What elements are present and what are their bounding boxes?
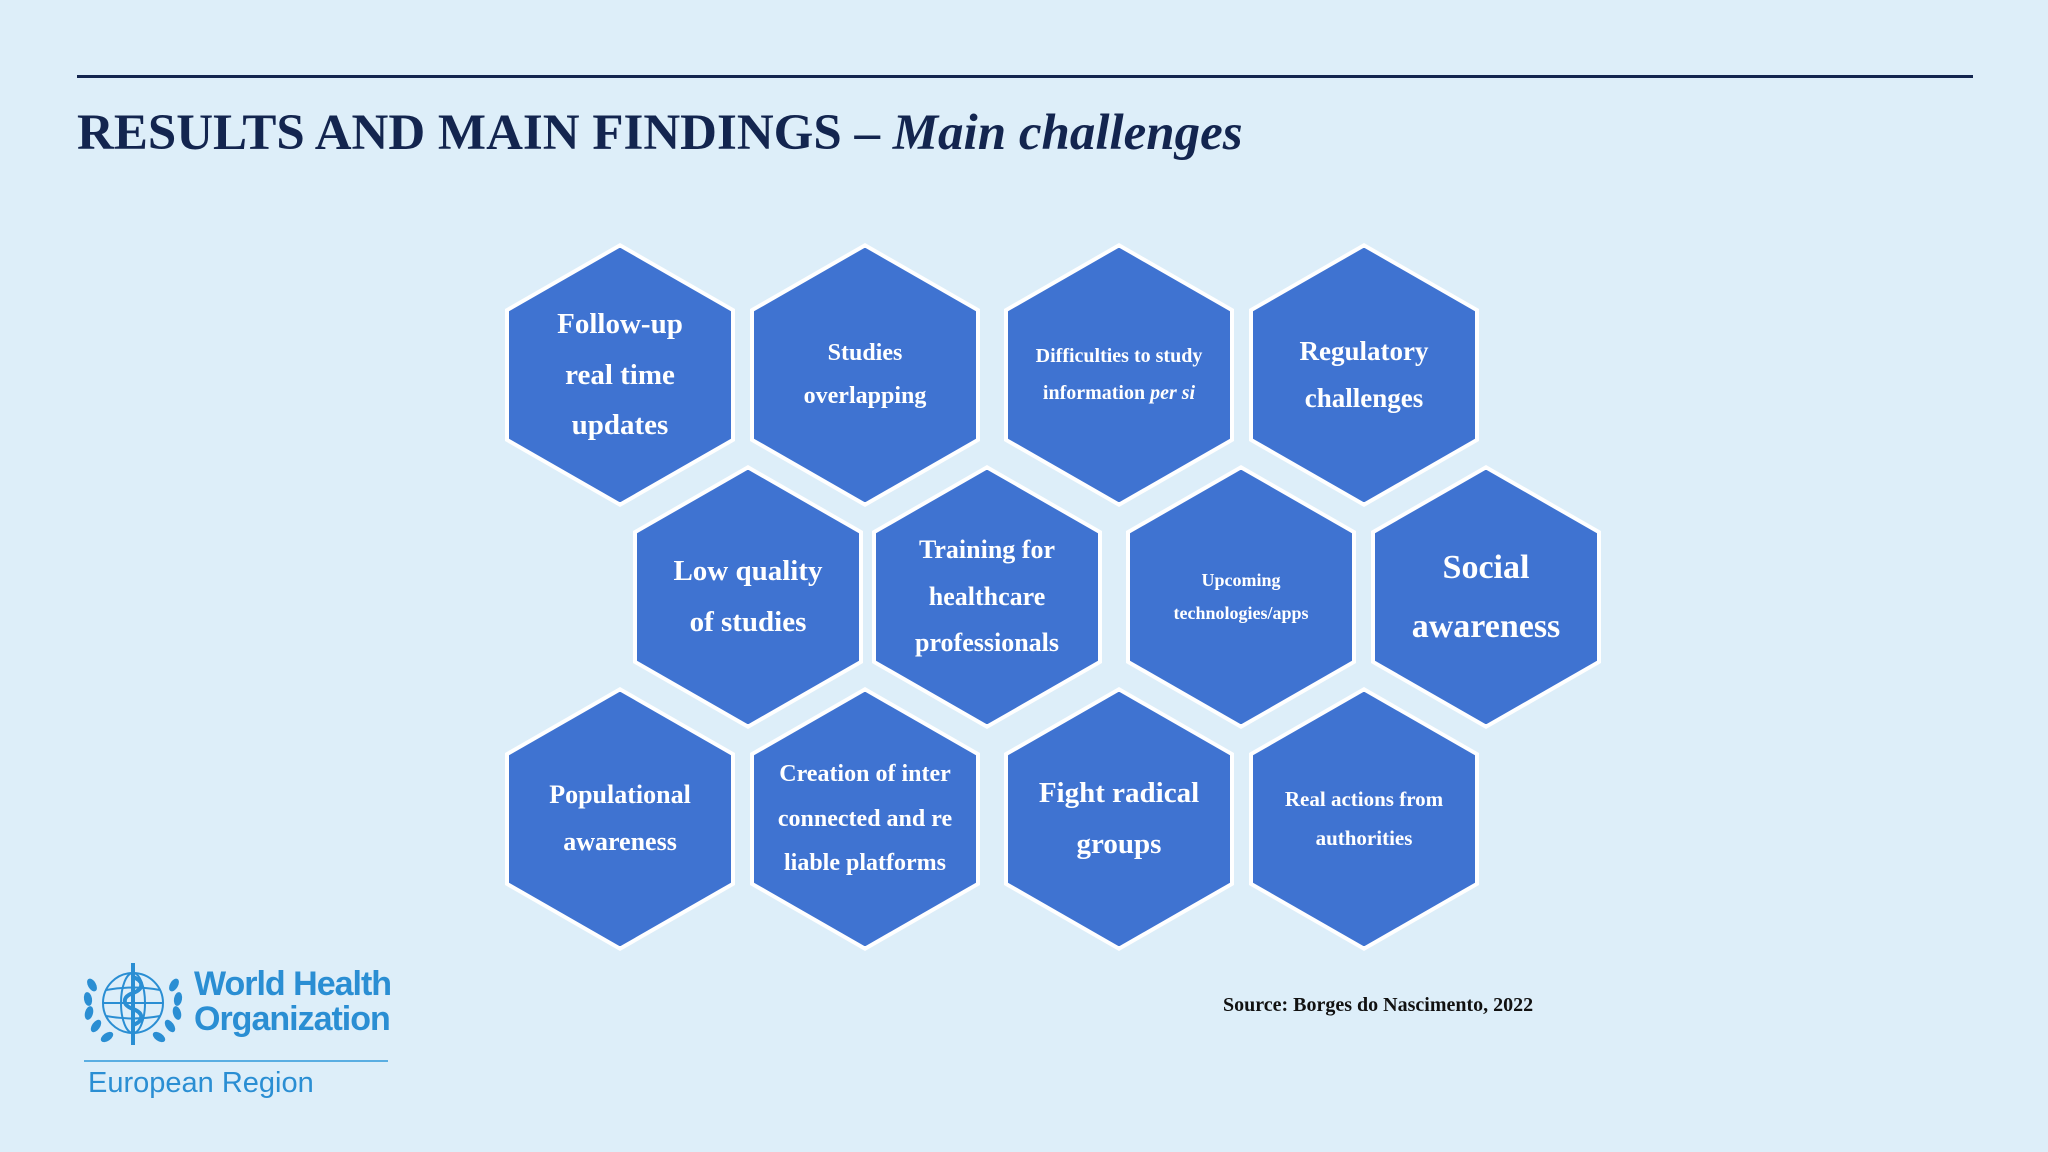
challenge-label: Real actions from authorities: [1284, 787, 1444, 850]
challenge-hexagon-fill: Training for healthcare professionals: [876, 469, 1098, 725]
challenge-hexagon-creation: Creation of interconnected and reliable …: [750, 687, 980, 951]
who-divider: [84, 1060, 388, 1062]
challenge-hexagon-fill: Regulatory challenges: [1253, 247, 1475, 503]
slide-title: RESULTS AND MAIN FINDINGS – Main challen…: [77, 104, 1243, 162]
challenge-hexagon-upcoming: Upcoming technologies/apps: [1126, 465, 1356, 729]
challenge-label: Training for healthcare professionals: [915, 534, 1059, 658]
challenge-label: Fight radical groups: [1038, 777, 1200, 860]
who-region: European Region: [88, 1067, 314, 1099]
challenge-hexagon-populational: Populational awareness: [505, 687, 735, 951]
challenge-hexagon-social-awareness: Social awareness: [1371, 465, 1601, 729]
challenge-hexagon-fill: Studies overlapping: [754, 247, 976, 503]
challenge-hexagon-fill: Populational awareness: [509, 691, 731, 947]
challenge-label-italic: per si: [1150, 382, 1196, 404]
challenge-hexagon-fill: Follow-up real time updates: [509, 247, 731, 503]
challenge-label: Difficulties to study information per si: [1035, 345, 1203, 404]
challenge-hexagon-fill: Upcoming technologies/apps: [1130, 469, 1352, 725]
source-citation: Source: Borges do Nascimento, 2022: [1223, 994, 1534, 1016]
who-emblem-icon: [83, 963, 183, 1045]
challenge-hexagon-fight: Fight radical groups: [1004, 687, 1234, 951]
challenge-label: Populational awareness: [549, 780, 691, 856]
challenge-hexagon-fill: Fight radical groups: [1008, 691, 1230, 947]
challenge-label: Regulatory challenges: [1299, 335, 1429, 413]
challenge-label: Low quality of studies: [673, 555, 823, 638]
challenge-hexagon-fill: Creation of interconnected and reliable …: [754, 691, 976, 947]
challenge-hexagon-real-actions: Real actions from authorities: [1249, 687, 1479, 951]
challenge-hexagon-regulatory: Regulatory challenges: [1249, 243, 1479, 507]
title-main: RESULTS AND MAIN FINDINGS –: [77, 105, 893, 161]
challenge-hexagon-follow-up: Follow-up real time updates: [505, 243, 735, 507]
who-name-line1: World Health: [194, 965, 392, 1003]
challenge-hexagon-difficulties: Difficulties to study information per si: [1004, 243, 1234, 507]
challenge-hexagon-fill: Difficulties to study information per si: [1008, 247, 1230, 503]
top-rule: [77, 75, 1973, 78]
challenge-label: Creation of interconnected and reliable …: [777, 761, 953, 877]
title-italic: Main challenges: [892, 105, 1243, 161]
challenge-hexagon-fill: Real actions from authorities: [1253, 691, 1475, 947]
who-name-line2: Organization: [194, 1000, 391, 1038]
challenge-label: Studies overlapping: [803, 339, 927, 409]
challenge-label: Upcoming technologies/apps: [1173, 569, 1309, 623]
challenge-hexagon-training: Training for healthcare professionals: [872, 465, 1102, 729]
challenge-hexagon-fill: Low quality of studies: [637, 469, 859, 725]
challenge-label: Follow-up real time updates: [557, 307, 683, 442]
challenge-label: Social awareness: [1411, 548, 1561, 646]
challenge-hexagon-low-quality: Low quality of studies: [633, 465, 863, 729]
challenge-hexagon-fill: Social awareness: [1375, 469, 1597, 725]
challenge-hexagon-studies-overlapping: Studies overlapping: [750, 243, 980, 507]
